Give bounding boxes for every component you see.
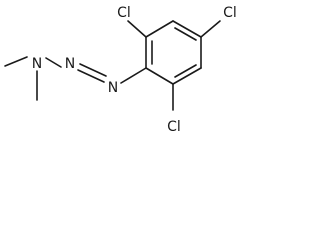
atom-n-amine: N [32,56,42,72]
atom-n-aryl: N [108,80,118,96]
structure-diagram: N N N Cl Cl Cl [4,5,237,135]
ring-bond-3 [172,20,202,38]
bond-methyl-upper [4,56,28,67]
atom-cl-top: Cl [117,5,131,21]
atom-labels: N N N Cl Cl Cl [32,5,237,135]
bond-cl-right [200,20,221,38]
bond-n-aryl [120,67,147,84]
bond-n-n-single [45,57,62,68]
bond-n-n-double-a [79,63,107,77]
bond-n-n-double-b [77,69,105,83]
ring-bond-5 [172,67,202,85]
ring-bond-5-inner [174,64,197,78]
atom-n-middle: N [65,56,75,72]
bond-cl-top [127,20,147,38]
ring-bond-3-inner [174,27,197,41]
bonds [4,20,221,111]
atom-cl-bottom: Cl [167,119,181,135]
ring-bond-6 [145,67,174,85]
ring-bond-2 [145,20,174,38]
atom-cl-right: Cl [223,5,237,21]
